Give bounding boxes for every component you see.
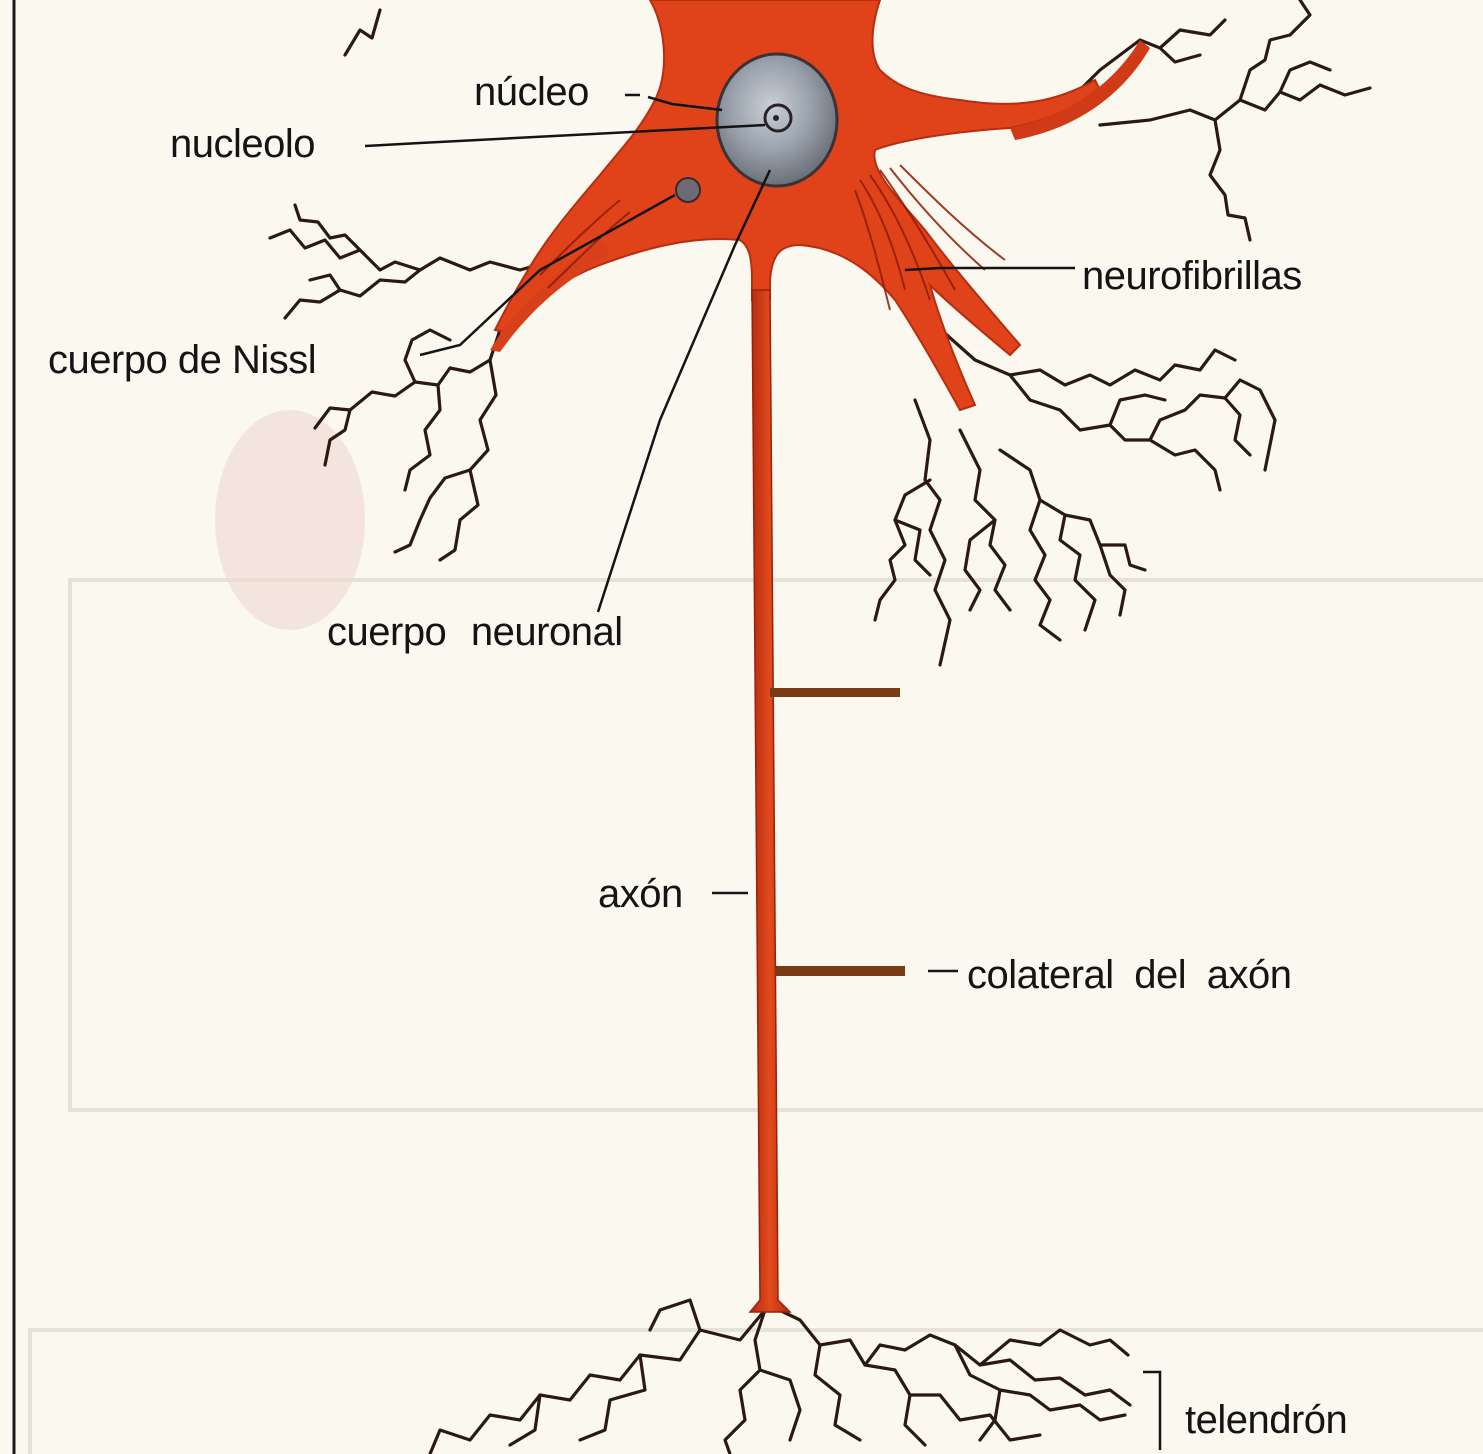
show-through-blob (215, 410, 365, 630)
axon-collateral-2 (775, 966, 905, 976)
axon-collateral-1 (770, 688, 900, 697)
cell-body (490, 0, 1150, 410)
label-cuerpo-de-nissl: cuerpo de Nissl (48, 340, 316, 380)
axon (750, 290, 790, 1312)
label-nucleolo: nucleolo (170, 124, 315, 164)
label-axon: axón (598, 874, 683, 914)
label-nucleo: núcleo (474, 72, 589, 112)
label-colateral-del-axon: colateral del axón (967, 955, 1292, 995)
nissl-body (676, 178, 700, 202)
label-telendron: telendrón (1185, 1400, 1347, 1440)
label-cuerpo-neuronal: cuerpo neuronal (327, 612, 623, 652)
label-neurofibrillas: neurofibrillas (1082, 256, 1302, 296)
